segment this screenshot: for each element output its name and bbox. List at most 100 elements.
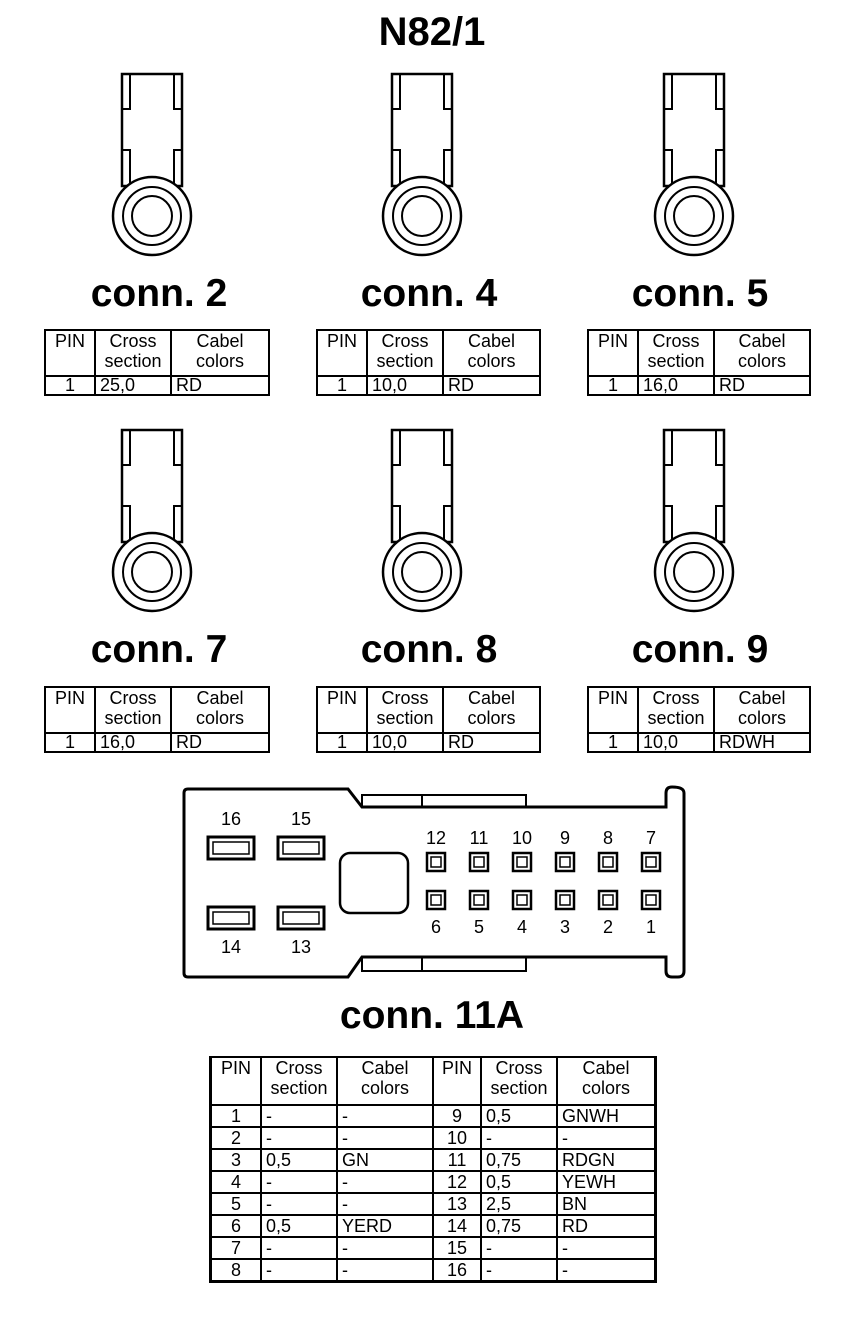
pin-cell: 1 bbox=[44, 375, 96, 396]
pin-header: PIN bbox=[316, 686, 368, 734]
cabel-color-cell: - bbox=[336, 1105, 434, 1128]
pin-cell: 6 bbox=[209, 1215, 262, 1238]
cross-section-cell: - bbox=[480, 1127, 558, 1150]
pin-cell: 1 bbox=[316, 375, 368, 396]
pin-header: PIN bbox=[209, 1056, 262, 1106]
pin-label-5: 5 bbox=[474, 917, 484, 937]
pin-cell: 7 bbox=[209, 1237, 262, 1260]
cabel-color-cell: RDGN bbox=[556, 1149, 657, 1172]
pin-header: PIN bbox=[587, 329, 639, 377]
ring-terminal-conn-5 bbox=[653, 72, 735, 257]
cross-section-cell: 0,5 bbox=[260, 1215, 338, 1238]
conn-8-label: conn. 8 bbox=[360, 628, 498, 671]
conn-4-label: conn. 4 bbox=[360, 272, 498, 315]
table-row: 8--16-- bbox=[209, 1259, 657, 1283]
cross-section-cell: 0,5 bbox=[480, 1105, 558, 1128]
cabel-color-cell: YEWH bbox=[556, 1171, 657, 1194]
conn-5-label: conn. 5 bbox=[631, 272, 769, 315]
cabel-color-cell: YERD bbox=[336, 1215, 434, 1238]
conn-11a-label: conn. 11A bbox=[339, 994, 525, 1037]
ring-terminal-conn-4 bbox=[381, 72, 463, 257]
pin-cell: 15 bbox=[432, 1237, 482, 1260]
cabel-color-cell: RD bbox=[442, 732, 541, 753]
cabel-color-cell: - bbox=[336, 1237, 434, 1260]
cabel-color-cell: GN bbox=[336, 1149, 434, 1172]
cabel-color-cell: - bbox=[336, 1259, 434, 1283]
pin-label-13: 13 bbox=[291, 937, 311, 957]
pin-header: PIN bbox=[316, 329, 368, 377]
table-row: 2--10-- bbox=[209, 1127, 657, 1150]
pin-cell: 1 bbox=[44, 732, 96, 753]
cross-section-cell: - bbox=[480, 1237, 558, 1260]
small-pin-slots bbox=[425, 851, 662, 911]
pin-cell: 1 bbox=[316, 732, 368, 753]
pin-label-14: 14 bbox=[221, 937, 241, 957]
pin-cell: 4 bbox=[209, 1171, 262, 1194]
pin-cell: 3 bbox=[209, 1149, 262, 1172]
pin-cell: 9 bbox=[432, 1105, 482, 1128]
cross-section-cell: - bbox=[260, 1237, 338, 1260]
cabel-color-cell: RD bbox=[170, 375, 270, 396]
pin-label-15: 15 bbox=[291, 809, 311, 829]
conn-9-label: conn. 9 bbox=[631, 628, 769, 671]
pin-header: PIN bbox=[44, 329, 96, 377]
pin-label-8: 8 bbox=[603, 828, 613, 848]
pin-label-7: 7 bbox=[646, 828, 656, 848]
pin-cell: 13 bbox=[432, 1193, 482, 1216]
pin-label-10: 10 bbox=[512, 828, 532, 848]
pin-label-2: 2 bbox=[603, 917, 613, 937]
cross-section-cell: 10,0 bbox=[637, 732, 715, 753]
pin-label-1: 1 bbox=[646, 917, 656, 937]
pin-cell: 16 bbox=[432, 1259, 482, 1283]
cross-section-cell: - bbox=[260, 1259, 338, 1283]
pin-cell: 2 bbox=[209, 1127, 262, 1150]
cross-section-cell: - bbox=[260, 1193, 338, 1216]
pin-cell: 11 bbox=[432, 1149, 482, 1172]
conn-11a-housing: 16 15 14 13 12 11 10 9 8 7 6 5 4 3 2 1 bbox=[182, 785, 686, 979]
cross-section-cell: 10,0 bbox=[366, 732, 444, 753]
pin-header-2: PIN bbox=[432, 1056, 482, 1106]
pin-label-3: 3 bbox=[560, 917, 570, 937]
pin-cell: 10 bbox=[432, 1127, 482, 1150]
ring-terminal-conn-8 bbox=[381, 428, 463, 613]
cross-section-cell: 0,5 bbox=[260, 1149, 338, 1172]
ring-terminal-conn-2 bbox=[111, 72, 193, 257]
cabel-color-cell: - bbox=[336, 1171, 434, 1194]
pin-label-6: 6 bbox=[431, 917, 441, 937]
cross-section-cell: 10,0 bbox=[366, 375, 444, 396]
cabel-color-cell: - bbox=[556, 1259, 657, 1283]
conn-2-label: conn. 2 bbox=[90, 272, 228, 315]
pin-cell: 14 bbox=[432, 1215, 482, 1238]
pin-label-16: 16 bbox=[221, 809, 241, 829]
cross-section-cell: - bbox=[260, 1127, 338, 1150]
cabel-color-cell: RD bbox=[442, 375, 541, 396]
ring-terminal-conn-9 bbox=[653, 428, 735, 613]
pin-label-11: 11 bbox=[470, 828, 489, 848]
cross-section-cell: 25,0 bbox=[94, 375, 172, 396]
large-pin-slots bbox=[206, 835, 326, 931]
pin-label-4: 4 bbox=[517, 917, 527, 937]
cabel-color-cell: RD bbox=[170, 732, 270, 753]
